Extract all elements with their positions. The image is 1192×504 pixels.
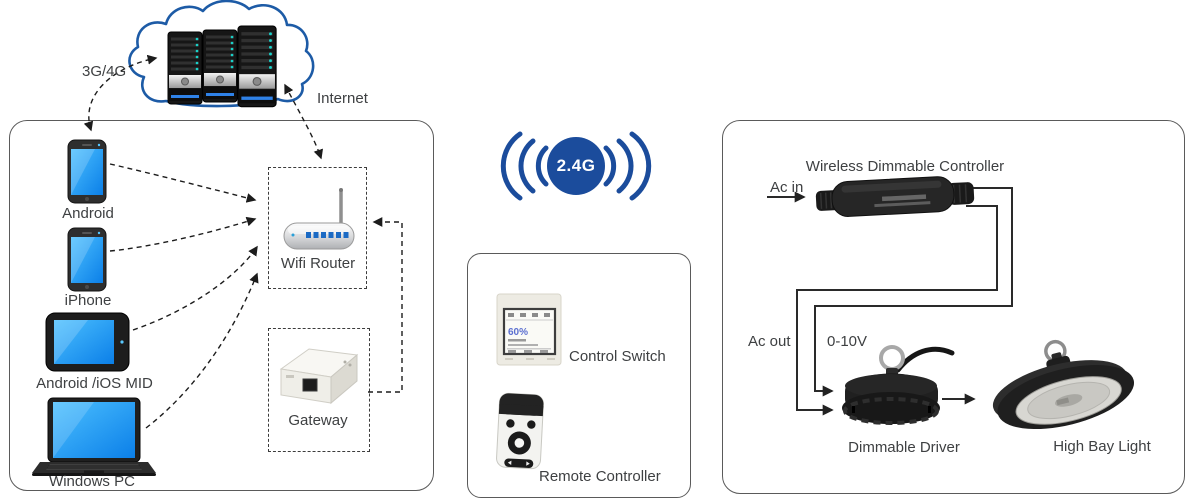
label-gateway: Gateway bbox=[288, 412, 348, 429]
dimmable-driver-icon bbox=[842, 345, 955, 425]
link-3g4g bbox=[83, 54, 158, 132]
wireless-dimmable-controller-icon bbox=[815, 176, 975, 217]
link-iphone-router bbox=[109, 216, 257, 252]
label-internet: Internet bbox=[317, 90, 368, 107]
label-0-10v: 0-10V bbox=[827, 333, 868, 350]
lighting-box bbox=[722, 120, 1185, 494]
label-windows-pc: Windows PC bbox=[49, 473, 135, 490]
label-3g4g: 3G/4G bbox=[82, 63, 127, 80]
iphone-icon bbox=[67, 227, 107, 292]
wire-ac-out bbox=[796, 205, 998, 416]
high-bay-light-icon bbox=[992, 339, 1135, 430]
switch-screen-value: 60% bbox=[508, 327, 528, 338]
android-phone-icon bbox=[67, 139, 107, 204]
label-wifi-router: Wifi Router bbox=[280, 255, 356, 272]
signal-2-4g-badge: 2.4G bbox=[547, 137, 605, 195]
cloud-servers-icon bbox=[166, 24, 278, 109]
wire-0-10v bbox=[814, 187, 1013, 397]
link-gateway-router bbox=[368, 217, 403, 393]
gateway-dashed-box bbox=[268, 328, 370, 452]
label-wireless-dimmable-controller: Wireless Dimmable Controller bbox=[805, 158, 1005, 175]
laptop-icon bbox=[32, 397, 156, 476]
label-ac-out: Ac out bbox=[748, 333, 791, 350]
gateway-icon bbox=[279, 348, 359, 405]
remote-controller-icon bbox=[496, 392, 544, 470]
label-ac-in: Ac in bbox=[770, 179, 804, 196]
label-iphone: iPhone bbox=[64, 292, 112, 309]
link-mid-router bbox=[132, 245, 258, 331]
control-switch-icon: 60% bbox=[496, 293, 562, 366]
controllers-box bbox=[467, 253, 691, 498]
label-remote-controller: Remote Controller bbox=[539, 468, 661, 485]
signal-waves-icon bbox=[500, 131, 652, 201]
wifi-router-dashed-box bbox=[268, 167, 367, 289]
link-pc-router bbox=[145, 272, 259, 429]
label-dimmable-driver: Dimmable Driver bbox=[848, 439, 960, 456]
client-devices-box bbox=[9, 120, 434, 491]
label-control-switch: Control Switch bbox=[569, 348, 666, 365]
tablet-icon bbox=[45, 312, 130, 372]
link-internet bbox=[284, 83, 324, 160]
label-high-bay-light: High Bay Light bbox=[1053, 438, 1151, 455]
link-android-router bbox=[109, 163, 257, 203]
label-android-ios-mid: Android /iOS MID bbox=[36, 375, 153, 392]
label-android: Android bbox=[62, 205, 114, 222]
wifi-router-icon bbox=[283, 188, 355, 250]
